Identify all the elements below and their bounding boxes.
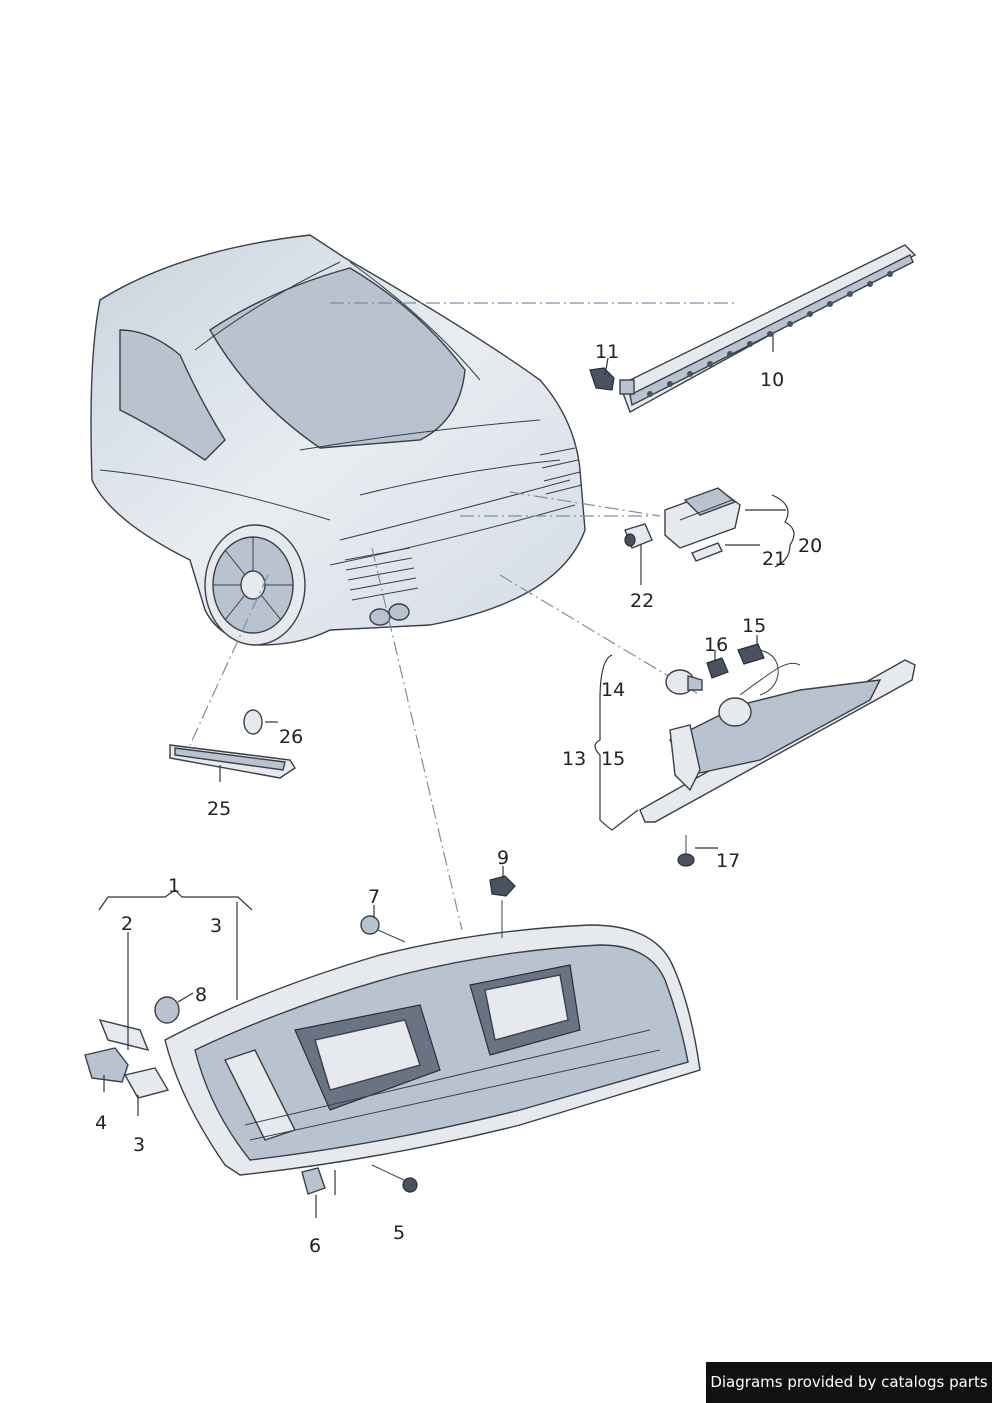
car-body [90,234,586,646]
label-17: 17 [716,850,740,872]
bulb-26 [243,709,263,735]
connector-15 [737,643,779,696]
side-marker [169,744,296,779]
label-4: 4 [95,1112,107,1134]
brake-light-bar [619,244,917,414]
label-6: 6 [309,1235,321,1257]
screw-17 [677,835,695,867]
screw-5 [371,1164,418,1193]
label-21: 21 [762,548,786,570]
label-15b: 15 [601,748,625,770]
label-7: 7 [368,886,380,908]
socket-3 [123,1067,170,1099]
reference-lines [189,302,735,931]
label-14: 14 [601,679,625,701]
label-1: 1 [168,875,180,897]
label-3b: 3 [133,1134,145,1156]
socket-22 [624,523,653,549]
bulb-2 [98,1018,150,1052]
label-5: 5 [393,1222,405,1244]
label-20: 20 [798,535,822,557]
label-16: 16 [704,634,728,656]
bulb-21 [691,542,723,562]
label-9: 9 [497,847,509,869]
clip-6 [301,1167,326,1195]
label-26: 26 [279,726,303,748]
part-labels: 1 2 3 3 4 5 6 7 8 9 10 11 13 14 15 15 16… [95,341,822,1257]
grommet-8 [154,996,180,1024]
label-10: 10 [760,369,784,391]
label-13: 13 [562,748,586,770]
socket-16 [706,657,729,679]
grommet-7 [360,915,406,943]
label-22: 22 [630,590,654,612]
nut-9 [489,875,516,938]
plate-lamp [664,487,741,549]
label-3a: 3 [210,915,222,937]
label-11: 11 [595,341,619,363]
label-2: 2 [121,913,133,935]
clip-11 [589,367,615,391]
fog-light-housing [639,659,916,823]
connector-4 [84,1047,129,1083]
label-8: 8 [195,984,207,1006]
label-15a: 15 [742,615,766,637]
bulb-14 [665,669,703,695]
leader-lines [98,333,795,1218]
tail-light [164,924,701,1176]
label-25: 25 [207,798,231,820]
credit-banner: Diagrams provided by catalogs parts [706,1362,992,1403]
